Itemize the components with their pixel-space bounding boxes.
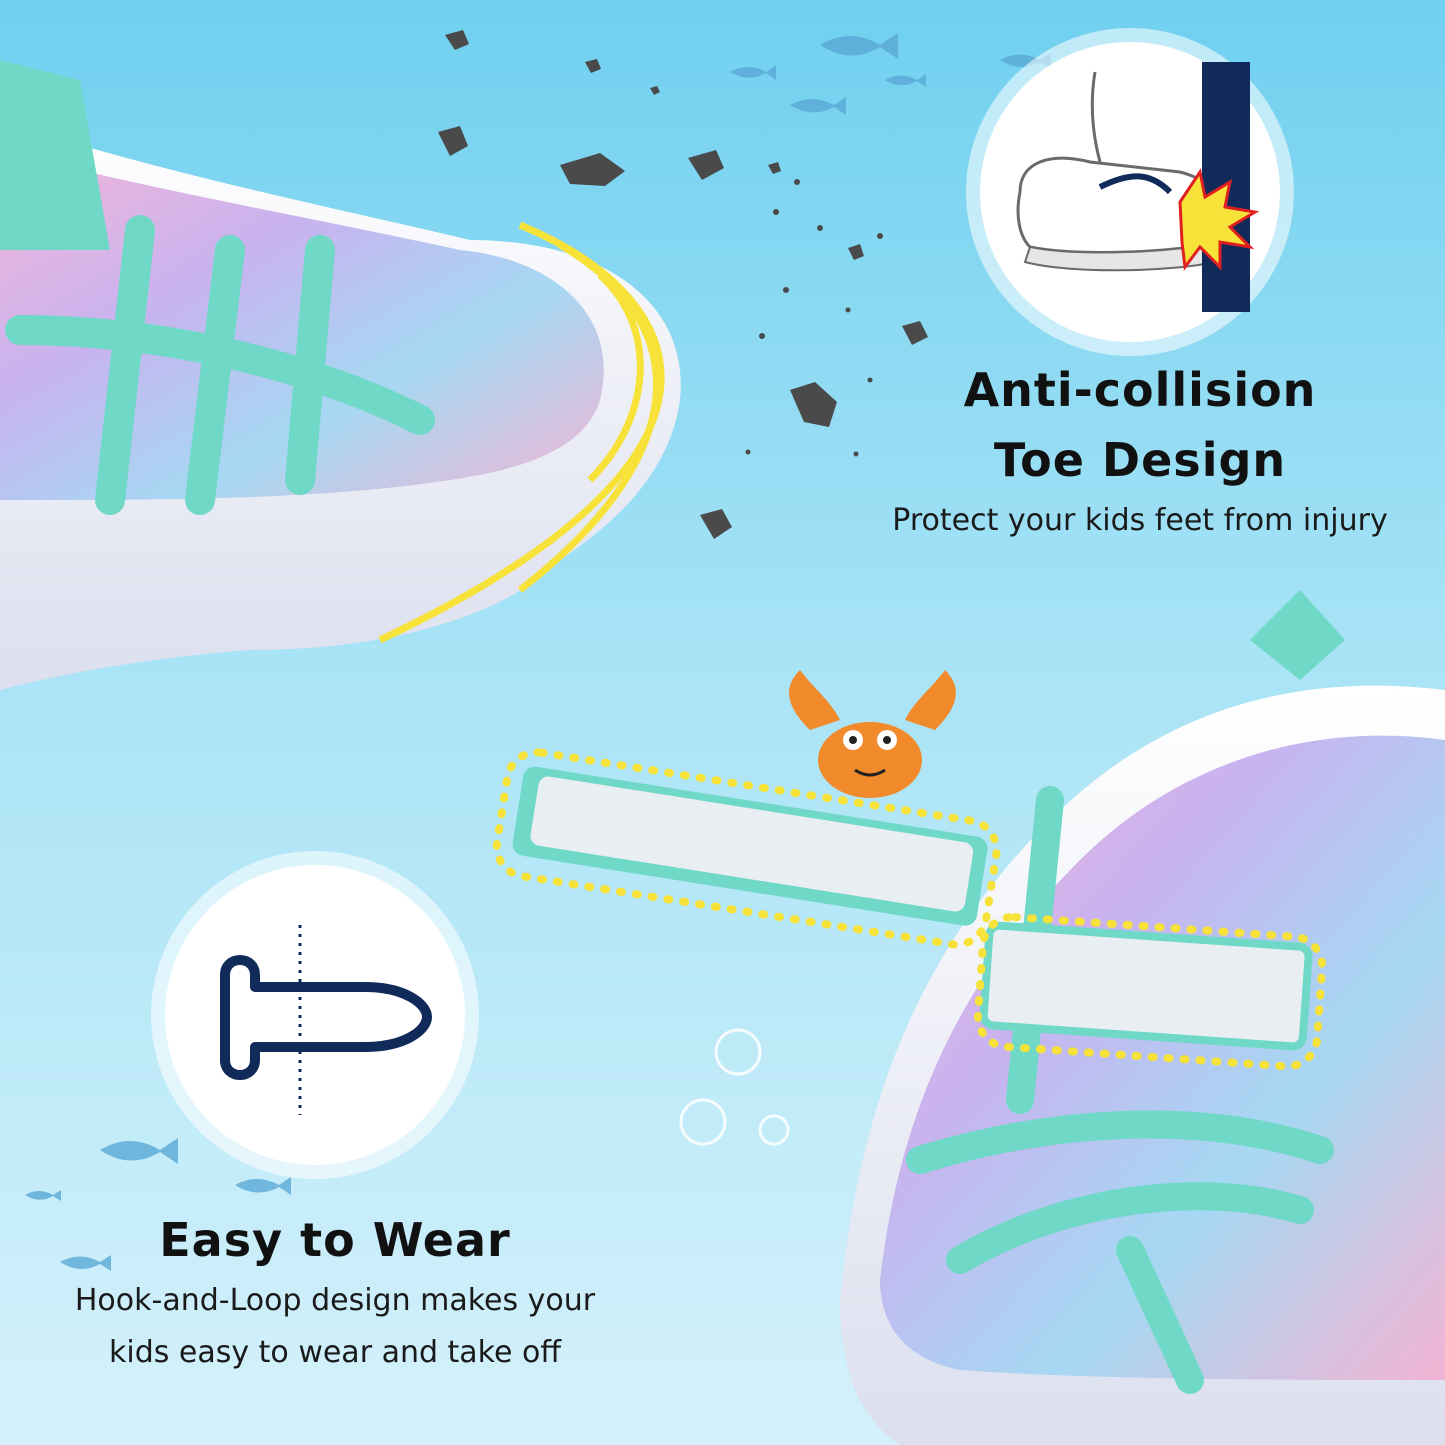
anti-collision-title-line1: Anti-collision [963, 363, 1317, 417]
easy-wear-feature: Easy to Wear Hook-and-Loop design makes … [20, 1205, 650, 1379]
anti-collision-feature: Anti-collision Toe Design Protect your k… [860, 355, 1420, 547]
toe-impact-icon [980, 42, 1280, 342]
bubbles-decoration [679, 1028, 790, 1146]
easy-wear-subtitle-line2: kids easy to wear and take off [108, 1335, 562, 1370]
fish-decoration [25, 33, 1051, 1271]
easy-wear-title: Easy to Wear [159, 1213, 511, 1267]
anti-collision-subtitle: Protect your kids feet from injury [892, 503, 1388, 538]
crab-illustration [789, 670, 956, 798]
easy-wear-subtitle-line1: Hook-and-Loop design makes your [74, 1283, 596, 1318]
shoe-toe-illustration [0, 60, 681, 690]
shoe-strap-illustration [492, 590, 1445, 1445]
anti-collision-title-line2: Toe Design [993, 433, 1287, 487]
hook-and-loop-strap-icon [165, 865, 465, 1165]
debris-decoration [438, 30, 928, 539]
